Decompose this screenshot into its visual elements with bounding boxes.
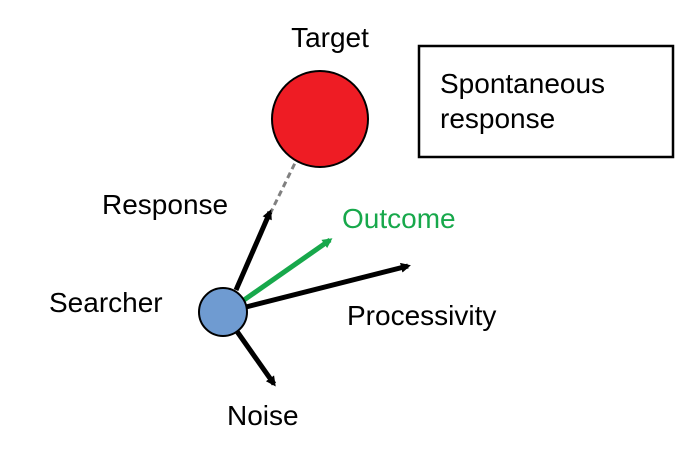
response-arrow bbox=[233, 209, 273, 291]
searcher-label: Searcher bbox=[49, 287, 163, 318]
outcome-label: Outcome bbox=[342, 203, 456, 234]
searcher-circle bbox=[198, 287, 248, 337]
box-text-line1: Spontaneous bbox=[440, 68, 605, 99]
target-circle bbox=[271, 70, 369, 168]
box-text-line2: response bbox=[440, 103, 555, 134]
outcome-arrow bbox=[242, 237, 333, 303]
noise-label: Noise bbox=[227, 400, 299, 431]
noise-arrow bbox=[233, 328, 277, 387]
target-label: Target bbox=[291, 22, 369, 53]
processivity-arrow bbox=[245, 262, 411, 310]
response-label: Response bbox=[102, 189, 228, 220]
spontaneous-response-box bbox=[417, 44, 675, 159]
dashed-connector bbox=[268, 160, 298, 215]
processivity-label: Processivity bbox=[347, 300, 496, 331]
